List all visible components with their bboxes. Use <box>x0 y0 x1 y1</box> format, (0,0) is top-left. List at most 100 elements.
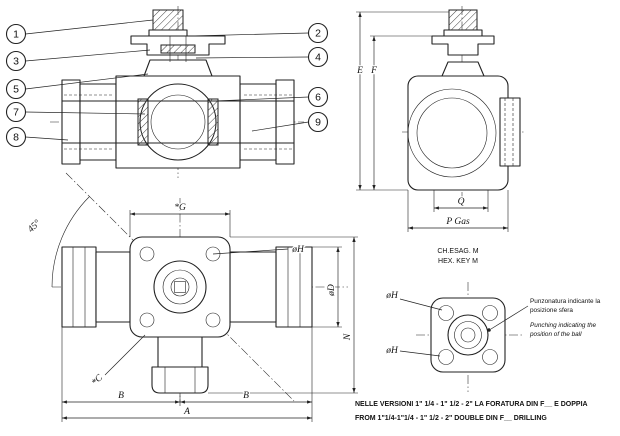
dim-label-f: F <box>370 66 377 76</box>
bolt-hole <box>438 305 454 321</box>
callout-number: 2 <box>315 28 321 40</box>
leader-oh-top <box>399 298 443 311</box>
stem-boss-inner <box>170 277 190 297</box>
cap-flats <box>164 367 196 393</box>
ball <box>139 83 217 161</box>
leader-c <box>104 334 146 376</box>
punch-mark <box>487 328 491 332</box>
bolt-hole <box>482 349 498 365</box>
callout-number: 9 <box>315 117 321 129</box>
stem-washer <box>443 29 483 37</box>
callout-9: 9 <box>251 111 329 133</box>
callout-7: 7 <box>5 101 146 123</box>
right-end-cap <box>275 79 295 165</box>
stem-packing <box>160 44 196 54</box>
callout-2: 2 <box>189 22 329 44</box>
left-seat <box>137 98 149 146</box>
leader-punch-note <box>490 305 529 330</box>
bottom-branch-tube <box>157 336 203 368</box>
mounting-flange <box>129 236 231 338</box>
callout-6: 6 <box>213 86 329 108</box>
callout-number: 7 <box>13 107 19 119</box>
leader-oh <box>212 248 289 255</box>
boss-circle-outer <box>407 88 497 178</box>
bolt-hole <box>139 246 155 262</box>
balloon-circle <box>5 23 27 45</box>
bolt-hole <box>438 349 454 365</box>
side-view: E F Q P Gas CH.ESAG. M HEX. KEY M <box>355 6 526 265</box>
port-circle-inner <box>460 327 476 343</box>
callouts: 1 2 3 4 5 6 7 <box>5 19 329 148</box>
flange-face <box>430 297 506 373</box>
hex-key-label-it: CH.ESAG. M <box>437 248 478 255</box>
port-circle-outer <box>447 314 489 356</box>
bolt-hole <box>482 305 498 321</box>
footnote-line2: FROM 1"1/4-1"1/4 - 1" 1/2 - 2" DOUBLE DI… <box>355 415 547 422</box>
angle-arc <box>51 196 90 288</box>
punch-note-en-line1: Punching indicating the <box>530 322 597 329</box>
cap-flats <box>72 247 86 327</box>
balloon-circle <box>307 46 329 68</box>
leader-oh-bottom <box>399 350 441 357</box>
angle-label: 45° <box>26 218 43 235</box>
boss-circle-inner <box>416 97 488 169</box>
footnotes: NELLE VERSIONI 1" 1/4 - 1" 1/2 - 2" LA F… <box>355 401 588 422</box>
body-profile <box>407 75 509 191</box>
end-view: øH øH Punzonatura indicante la posizione… <box>384 282 601 392</box>
dim-label-g: *G <box>174 203 186 213</box>
ball-bore-circle <box>150 94 206 150</box>
bolt-hole <box>205 246 221 262</box>
balloon-circle <box>307 22 329 44</box>
punch-note-it-line1: Punzonatura indicante la <box>530 298 601 305</box>
body-neck <box>143 59 213 77</box>
punch-note-it-line2: posizione sfera <box>530 307 573 314</box>
dim-label-oh: øH <box>291 245 305 255</box>
stem-washer <box>148 29 188 37</box>
bolt-hole <box>139 312 155 328</box>
dim-label-a: A <box>183 407 190 417</box>
dim-label-n: N <box>343 333 353 341</box>
left-body-tube <box>95 251 131 323</box>
callout-number: 8 <box>13 132 19 144</box>
left-end-cap <box>61 79 81 165</box>
dim-label-q: Q <box>458 197 465 207</box>
callout-4: 4 <box>195 46 329 68</box>
bolt-hole <box>205 312 221 328</box>
callout-8: 8 <box>5 126 69 148</box>
punch-note-en-line2: position of the ball <box>529 331 582 338</box>
balloon-circle <box>5 78 27 100</box>
callout-number: 6 <box>315 92 321 104</box>
balloon-circle <box>307 86 329 108</box>
right-body-tube <box>229 251 277 323</box>
hex-key-label-en: HEX. KEY M <box>438 258 478 265</box>
top-flange <box>431 35 495 56</box>
right-seat <box>207 98 219 146</box>
dim-label-b1: B <box>118 391 124 401</box>
callout-number: 5 <box>13 84 19 96</box>
balloon-circle <box>307 111 329 133</box>
dim-label-e: E <box>356 66 363 76</box>
left-body-tube <box>79 83 117 161</box>
cap-flats <box>287 247 301 327</box>
bottom-end-cap <box>151 366 209 394</box>
stem-boss-mid <box>162 269 198 305</box>
port-circle-mid <box>454 321 482 349</box>
dim-label-oh-top: øH <box>385 291 399 301</box>
callout-number: 4 <box>315 52 321 64</box>
balloon-circle <box>5 126 27 148</box>
dim-label-od: øD <box>327 284 337 297</box>
body-neck <box>441 61 485 77</box>
right-body-tube <box>239 83 277 161</box>
stem-top <box>152 9 184 31</box>
stem-top <box>448 9 478 31</box>
stem-boss-outer <box>153 260 207 314</box>
callout-number: 1 <box>13 29 19 41</box>
callout-5: 5 <box>5 73 149 100</box>
dim-label-c: *C <box>90 373 105 388</box>
dim-label-oh-bottom: øH <box>385 346 399 356</box>
stem-square <box>174 281 186 293</box>
callout-1: 1 <box>5 19 154 45</box>
footnote-line1: NELLE VERSIONI 1" 1/4 - 1" 1/2 - 2" LA F… <box>355 401 588 408</box>
